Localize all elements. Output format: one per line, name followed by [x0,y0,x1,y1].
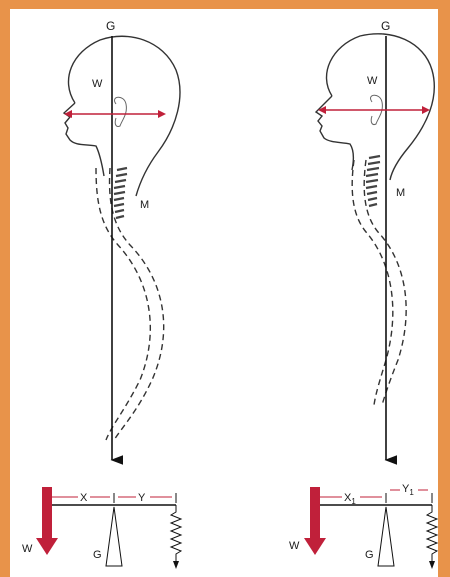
right-neck-muscle [366,156,380,206]
left-arm-y-label: Y [138,492,146,504]
right-muscle-label: M [396,187,405,199]
left-weight-label: W [92,78,103,90]
left-posture-figure: G W M X Y W G [22,19,181,569]
right-face-outline [316,96,353,170]
left-spring-tip [173,561,179,569]
right-lever-weight-label: W [289,540,300,552]
right-arm-x-label: X1 [344,492,356,506]
left-arm-x-label: X [80,492,88,504]
right-head-outline [327,34,435,180]
left-gravity-label: G [106,19,115,33]
left-spine-dashed-back [110,168,164,440]
left-spring [171,505,181,562]
right-weight-arrow-shaft [310,487,320,539]
right-spring [427,505,437,562]
right-posture-figure: G W M X1 Y1 W G [289,19,437,569]
left-ear-icon [115,97,127,126]
left-fulcrum [106,507,122,566]
left-head-axis-tip-right [158,110,166,118]
right-fulcrum [378,507,394,566]
right-weight-arrow-head [304,538,326,555]
left-lever-weight-label: W [22,543,33,555]
right-lever-diagram: X1 Y1 W G [289,483,437,569]
right-spring-tip [429,561,435,569]
right-arm-y-label: Y1 [402,483,414,497]
left-weight-arrow-head [36,538,58,555]
right-weight-label: W [367,75,378,87]
left-weight-arrow-shaft [42,487,52,539]
left-fulcrum-label: G [93,549,102,561]
left-lever-diagram: X Y W G [22,487,181,569]
left-muscle-label: M [140,199,149,211]
left-neck-muscle [114,168,127,218]
right-gravity-label: G [381,19,390,33]
right-head-axis-tip-left [318,106,326,114]
right-fulcrum-label: G [365,549,374,561]
